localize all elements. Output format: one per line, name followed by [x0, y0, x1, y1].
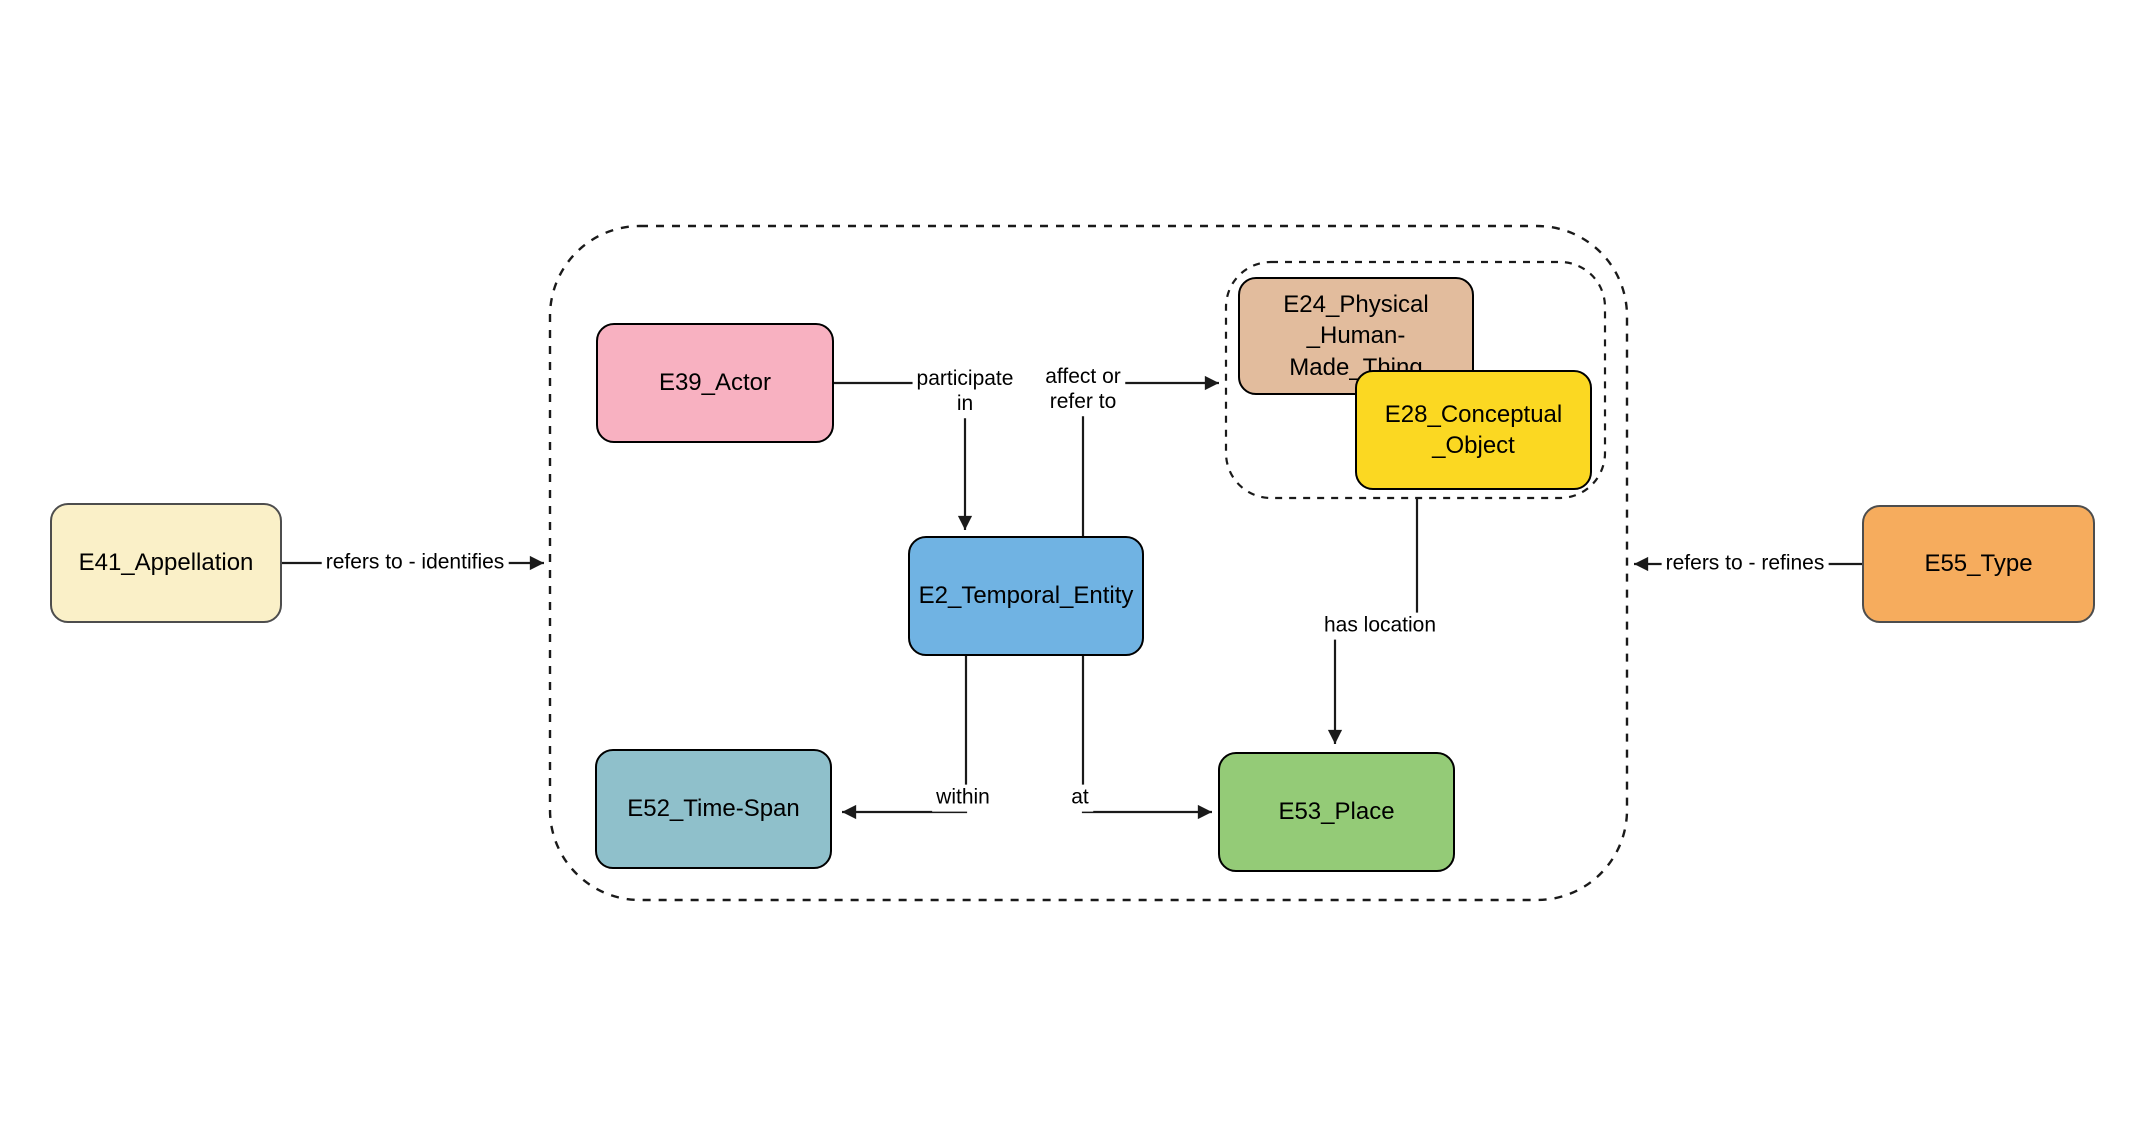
- node-label-e41: E41_Appellation: [78, 549, 254, 577]
- node-label-e24: E24_Physical _Human-Made_Thing: [1283, 291, 1429, 381]
- edge-at: [1081, 656, 1212, 820]
- edge-label-refers-to-identifies: refers to - identifies: [321, 549, 509, 577]
- edge-label-affect-or-refer-to: affect or refer to: [1041, 364, 1125, 416]
- node-e52-time-span[interactable]: E52_Time-Span: [595, 749, 832, 869]
- node-label-e55: E55_Type: [1924, 550, 2033, 578]
- edge-within: [842, 656, 968, 820]
- inner-group-boundary: [1224, 260, 1607, 500]
- node-label-e28: E28_Conceptual _Object: [1384, 400, 1563, 459]
- edge-label-has-location: has location: [1319, 612, 1441, 640]
- node-e53-place[interactable]: E53_Place: [1218, 752, 1455, 872]
- edge-label-refers-to-refines: refers to - refines: [1661, 550, 1829, 578]
- node-label-e52: E52_Time-Span: [627, 795, 800, 823]
- outer-group-boundary: [548, 224, 1629, 902]
- node-label-e53: E53_Place: [1278, 798, 1395, 826]
- node-label-e39: E39_Actor: [658, 369, 772, 397]
- node-e41-appellation[interactable]: E41_Appellation: [50, 503, 282, 623]
- node-label-e2: E2_Temporal_Entity: [918, 582, 1134, 610]
- node-e2-temporal-entity[interactable]: E2_Temporal_Entity: [908, 536, 1144, 656]
- edge-label-participate-in: participate in: [912, 366, 1018, 418]
- node-e28-conceptual-object[interactable]: E28_Conceptual _Object: [1355, 370, 1592, 490]
- node-e39-actor[interactable]: E39_Actor: [596, 323, 834, 443]
- node-e55-type[interactable]: E55_Type: [1862, 505, 2095, 623]
- edge-label-within: within: [932, 784, 994, 812]
- edge-label-at: at: [1067, 784, 1093, 812]
